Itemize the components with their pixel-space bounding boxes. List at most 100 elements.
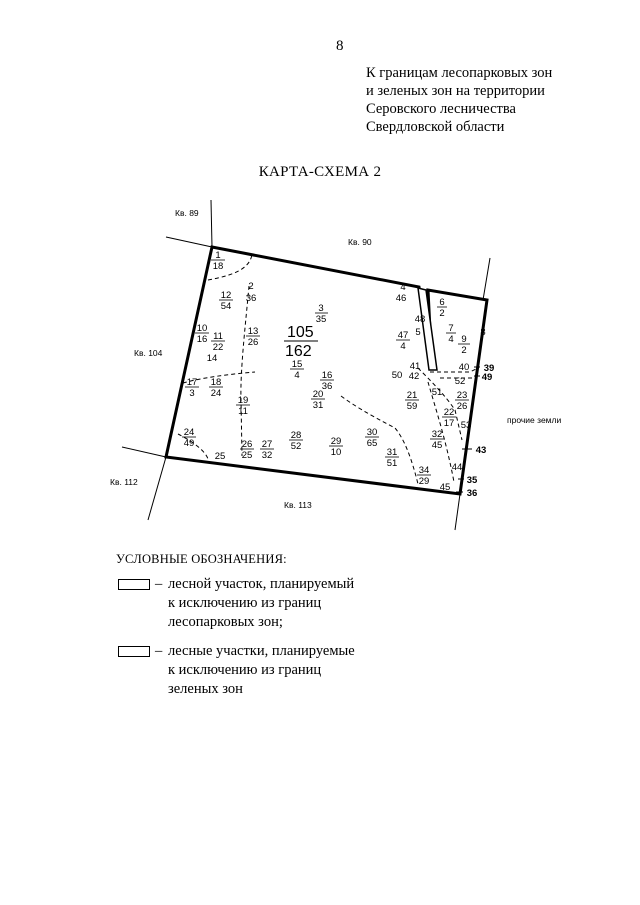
plot-number: 10 bbox=[197, 323, 208, 334]
plot-34: 34 29 bbox=[417, 465, 431, 487]
label-kv112: Кв. 112 bbox=[110, 477, 138, 487]
label-51: 51 bbox=[432, 387, 443, 398]
label-8: 8 bbox=[480, 327, 485, 338]
plot-30: 30 65 bbox=[365, 427, 379, 449]
legend-text-line: лесные участки, планируемые bbox=[168, 643, 355, 659]
plot-number: 6 bbox=[439, 297, 444, 308]
plot-11: 11 22 bbox=[211, 331, 225, 353]
label-40: 40 bbox=[459, 362, 470, 373]
label-48: 48 bbox=[415, 314, 426, 325]
plot-number: 3 bbox=[318, 303, 323, 314]
plot-area: 35 bbox=[316, 314, 327, 325]
plot-9: 9 2 bbox=[458, 334, 470, 356]
header-line: К границам лесопарковых зон bbox=[366, 65, 553, 81]
label-50: 50 bbox=[392, 370, 403, 381]
plot-area: 2 bbox=[439, 308, 444, 319]
plot-22: 22 17 bbox=[442, 407, 456, 429]
quarter-area: 162 bbox=[285, 343, 312, 360]
plot-31: 31 51 bbox=[385, 447, 399, 469]
label-kv104: Кв. 104 bbox=[134, 348, 163, 358]
plot-area: 4 bbox=[400, 341, 405, 352]
label-other-lands: прочие земли bbox=[507, 415, 561, 425]
plot-number: 32 bbox=[432, 429, 443, 440]
plot-number: 27 bbox=[262, 439, 273, 450]
plot-area: 45 bbox=[432, 440, 443, 451]
plot-1: 1 18 bbox=[211, 250, 225, 272]
page-number: 8 bbox=[336, 38, 344, 54]
plot-29: 29 10 bbox=[329, 436, 343, 458]
plot-3: 3 35 bbox=[315, 303, 328, 325]
plot-12: 12 54 bbox=[219, 290, 233, 312]
plot-number: 1 bbox=[215, 250, 220, 261]
plot-13: 13 26 bbox=[246, 326, 260, 348]
legend-text: лесной участок, планируемый к исключению… bbox=[168, 575, 428, 632]
plot-labels: 1 18 2 36 3 35 6 2 7 4 9 2 10 bbox=[182, 250, 470, 487]
point-labels: 14 25 4 46 48 5 8 50 41 42 40 52 51 53 4… bbox=[207, 282, 495, 499]
plot-area: 4 bbox=[294, 370, 299, 381]
plot-27: 27 32 bbox=[260, 439, 274, 461]
plot-28: 28 52 bbox=[289, 430, 303, 452]
label-35: 35 bbox=[467, 475, 478, 486]
excluded-strip bbox=[417, 287, 438, 371]
plot-number: 12 bbox=[221, 290, 232, 301]
plot-number: 16 bbox=[322, 370, 333, 381]
plot-area: 22 bbox=[213, 342, 224, 353]
plot-number: 18 bbox=[211, 377, 222, 388]
quarter-number: 105 bbox=[287, 324, 314, 341]
plot-area: 24 bbox=[211, 388, 222, 399]
plot-24: 24 49 bbox=[182, 427, 196, 449]
neighbor-boundary-lines bbox=[121, 199, 491, 531]
plot-number: 31 bbox=[387, 447, 398, 458]
plot-area: 31 bbox=[313, 400, 324, 411]
plot-area: 26 bbox=[457, 401, 468, 412]
plot-15: 15 4 bbox=[290, 359, 304, 381]
plot-number: 24 bbox=[184, 427, 195, 438]
plot-area: 51 bbox=[387, 458, 398, 469]
map-title: КАРТА-СХЕМА 2 bbox=[258, 164, 382, 180]
plot-10: 10 16 bbox=[195, 323, 209, 345]
legend-text-line: зеленых зон bbox=[168, 681, 243, 697]
label-25: 25 bbox=[215, 451, 226, 462]
legend-dash: – bbox=[155, 576, 163, 592]
plot-7: 7 4 bbox=[446, 323, 456, 345]
label-kv113: Кв. 113 bbox=[284, 500, 312, 510]
legend-text-line: лесопарковых зон; bbox=[168, 614, 283, 630]
legend-swatch bbox=[118, 579, 150, 590]
plot-area: 16 bbox=[197, 334, 208, 345]
document-header: К границам лесопарковых зон и зеленых зо… bbox=[366, 64, 552, 136]
plot-area: 36 bbox=[322, 381, 333, 392]
legend-title: УСЛОВНЫЕ ОБОЗНАЧЕНИЯ: bbox=[116, 552, 287, 566]
plot-area: 26 bbox=[248, 337, 259, 348]
label-46: 46 bbox=[396, 293, 407, 304]
plot-area: 52 bbox=[291, 441, 302, 452]
plot-number: 29 bbox=[331, 436, 342, 447]
plot-area: 29 bbox=[419, 476, 430, 487]
plot-number: 15 bbox=[292, 359, 303, 370]
legend-swatch bbox=[118, 646, 150, 657]
label-53: 53 bbox=[461, 420, 472, 431]
plot-number: 17 bbox=[187, 377, 198, 388]
label-kv90: Кв. 90 bbox=[348, 237, 372, 247]
plot-18: 18 24 bbox=[209, 377, 223, 399]
label-41: 41 bbox=[410, 361, 421, 372]
label-kv89: Кв. 89 bbox=[175, 208, 199, 218]
plot-area: 49 bbox=[184, 438, 195, 449]
plot-area: 17 bbox=[444, 418, 455, 429]
plot-20: 20 31 bbox=[311, 389, 325, 411]
plot-number: 34 bbox=[419, 465, 430, 476]
plot-number: 21 bbox=[407, 390, 418, 401]
plot-17: 17 3 bbox=[185, 377, 199, 399]
plot-area: 25 bbox=[242, 450, 253, 461]
label-14: 14 bbox=[207, 353, 218, 364]
plot-16: 16 36 bbox=[320, 370, 334, 392]
plot-area: 59 bbox=[407, 401, 418, 412]
legend-text-line: лесной участок, планируемый bbox=[168, 576, 355, 592]
plot-area: 2 bbox=[461, 345, 466, 356]
plot-number: 22 bbox=[444, 407, 455, 418]
plot-32: 32 45 bbox=[430, 429, 444, 451]
plot-number: 26 bbox=[242, 439, 253, 450]
plot-number: 23 bbox=[457, 390, 468, 401]
plot-area: 10 bbox=[331, 447, 342, 458]
plot-6: 6 2 bbox=[437, 297, 447, 319]
label-52: 52 bbox=[455, 376, 466, 387]
